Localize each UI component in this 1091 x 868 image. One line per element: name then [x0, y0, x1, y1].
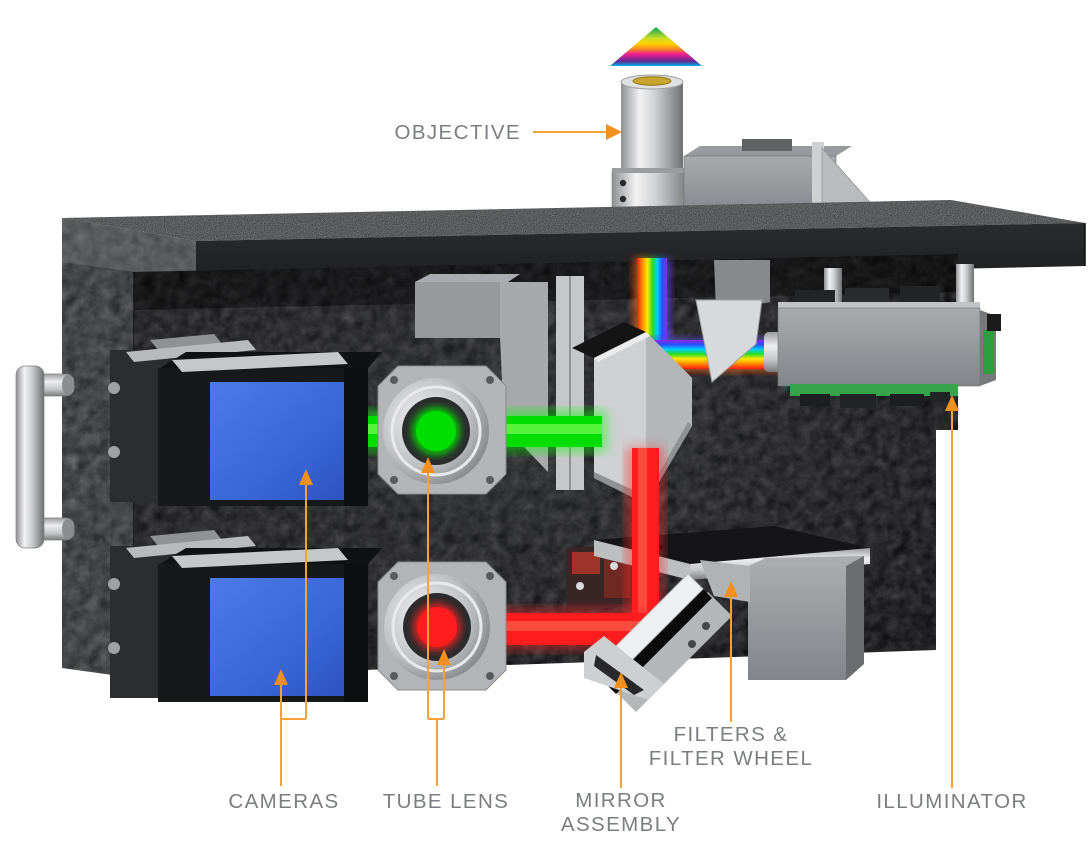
carry-handle	[15, 365, 75, 549]
objective-front-lens	[632, 76, 672, 86]
arrow-objective	[606, 124, 622, 140]
camera-bottom-blue-face	[210, 578, 344, 696]
illuminator	[764, 264, 1001, 408]
callouts: OBJECTIVE CAMERAS TUBE LENS MIRROR ASSEM…	[228, 121, 1027, 836]
camera-top-arm	[126, 340, 256, 362]
label-filters-line1: FILTERS &	[674, 723, 789, 746]
label-tube-lens: TUBE LENS	[383, 790, 510, 813]
objective-lens	[611, 74, 693, 220]
tube-lens-top-aperture	[416, 411, 456, 451]
arrow-cameras-bottom	[274, 669, 288, 685]
label-mirror-line1: MIRROR	[575, 789, 667, 812]
illuminator-box	[777, 307, 981, 387]
arrow-tube-lens-bottom	[437, 649, 451, 665]
filter-wheel-motor	[700, 556, 864, 680]
rainbow-light-cone	[610, 27, 702, 66]
arrow-mirror	[614, 672, 628, 688]
arrow-cameras-top	[299, 469, 313, 485]
leader-cameras	[280, 482, 307, 786]
illuminator-bottom-pcb	[790, 384, 958, 396]
arrow-illuminator	[945, 395, 959, 411]
camera-bottom-arm	[126, 536, 256, 558]
tube-lens-bottom-aperture	[417, 607, 457, 647]
mirror-assembly	[584, 573, 732, 712]
camera-top-blue-face	[210, 382, 344, 500]
label-objective: OBJECTIVE	[394, 121, 521, 144]
camera-bottom	[108, 530, 382, 702]
tube-lens-bottom	[377, 561, 507, 691]
arrow-tube-lens-top	[421, 457, 435, 473]
mirror-bracket-foot	[584, 636, 664, 700]
camera-top	[108, 334, 382, 506]
illuminator-standoff	[956, 264, 974, 306]
label-mirror-line2: ASSEMBLY	[561, 813, 681, 836]
illuminator-side-pcb	[983, 330, 994, 374]
dichroic-wedge	[695, 299, 763, 383]
leader-tube-lens	[427, 470, 445, 786]
label-illuminator: ILLUMINATOR	[876, 790, 1027, 813]
label-cameras: CAMERAS	[228, 790, 339, 813]
filter-plate-gusset	[700, 560, 750, 602]
label-filters-line2: FILTER WHEEL	[649, 747, 814, 770]
arrow-filters	[724, 581, 738, 597]
tube-lens-top	[377, 365, 507, 495]
